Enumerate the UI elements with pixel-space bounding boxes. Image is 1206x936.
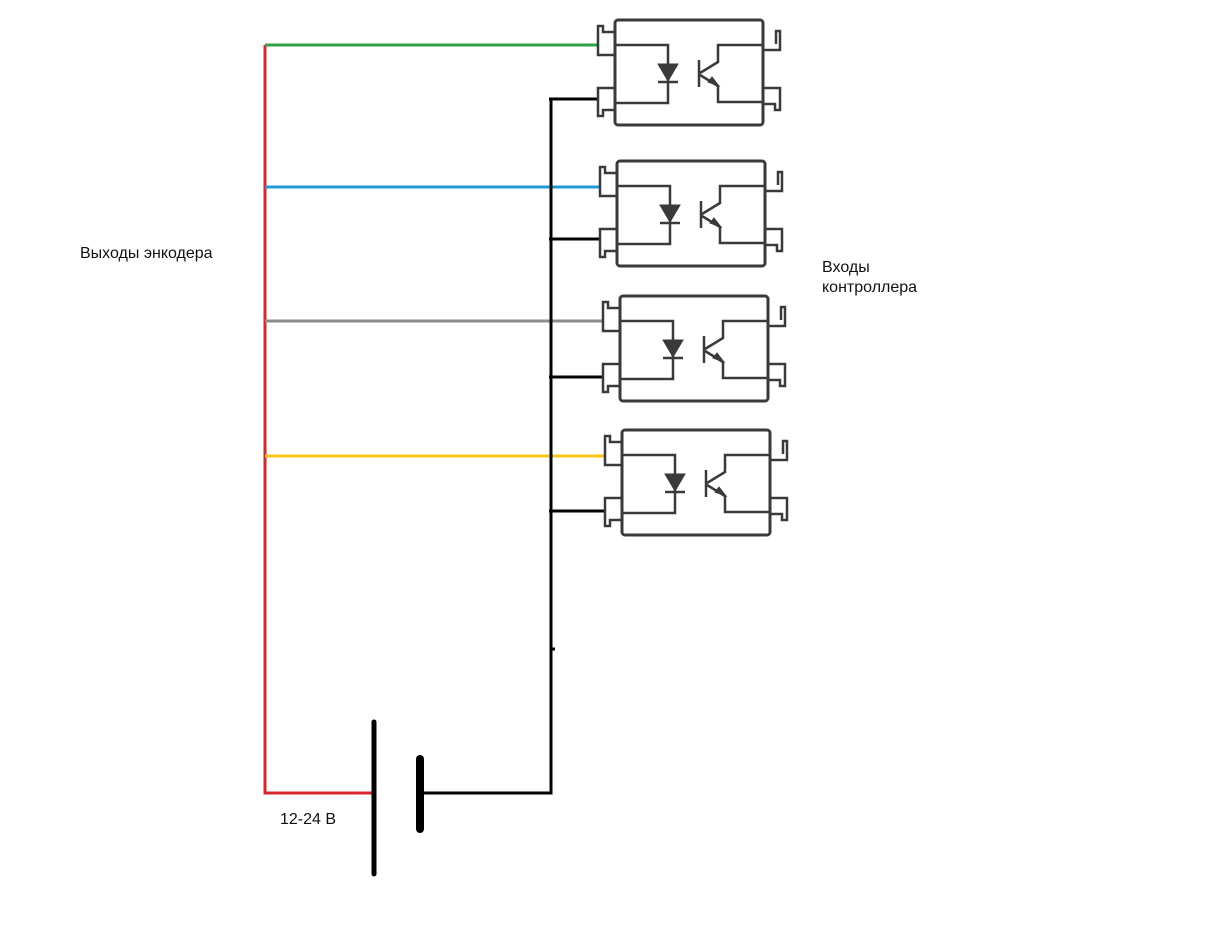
controller-inputs-label-line2: контроллера [822, 279, 918, 296]
optocoupler-body [613, 18, 765, 127]
pin-cathode [603, 496, 622, 528]
pin-collector [766, 305, 787, 328]
led-diode-icon [657, 63, 679, 82]
transistor-collector [701, 184, 765, 216]
transistor-emitter [699, 73, 763, 104]
pin-anode [603, 434, 622, 467]
pin-collector [761, 29, 782, 52]
optocoupler-body [615, 159, 767, 268]
emitter-arrow-icon [714, 486, 728, 498]
optocoupler-body [618, 294, 770, 403]
pin-emitter [763, 86, 782, 112]
emitter-arrow-icon [709, 217, 723, 229]
transistor-emitter [701, 214, 765, 245]
led-wiring [617, 184, 672, 246]
encoder-outputs-label: Выходы энкодера [80, 245, 213, 262]
battery [371, 719, 424, 877]
controller-inputs-label: Входы контроллера [822, 258, 962, 298]
pin-collector [768, 439, 789, 462]
pin-anode [598, 165, 617, 198]
supply-positive-wire [263, 45, 374, 795]
supply-voltage-label: 12-24 В [280, 811, 337, 828]
led-wiring [620, 319, 675, 381]
pin-cathode [601, 362, 620, 394]
pin-collector [763, 170, 784, 193]
ground-bus [420, 99, 553, 795]
pin-anode [601, 300, 620, 333]
led-diode-icon [659, 204, 681, 223]
led-wiring [622, 453, 677, 515]
pin-cathode [598, 227, 617, 259]
optocoupler-3 [601, 294, 787, 403]
pin-emitter [770, 496, 789, 522]
transistor-collector [704, 319, 768, 351]
transistor-emitter [706, 483, 770, 514]
led-wiring [615, 43, 670, 105]
led-diode-icon [662, 339, 684, 358]
transistor-collector [706, 453, 770, 485]
pin-emitter [765, 227, 784, 253]
transistor-emitter [704, 349, 768, 380]
controller-inputs-label-line1: Входы [822, 259, 870, 276]
optocoupler-2 [598, 159, 784, 268]
transistor-collector [699, 43, 763, 75]
emitter-arrow-icon [707, 76, 721, 88]
optocoupler-1 [596, 18, 782, 127]
ground-wire [420, 97, 608, 795]
optocoupler-4 [603, 428, 789, 537]
optocoupler-body [620, 428, 772, 537]
pin-anode [596, 24, 615, 57]
led-diode-icon [664, 473, 686, 492]
emitter-arrow-icon [712, 352, 726, 364]
pin-emitter [768, 362, 787, 388]
pin-cathode [596, 86, 615, 118]
